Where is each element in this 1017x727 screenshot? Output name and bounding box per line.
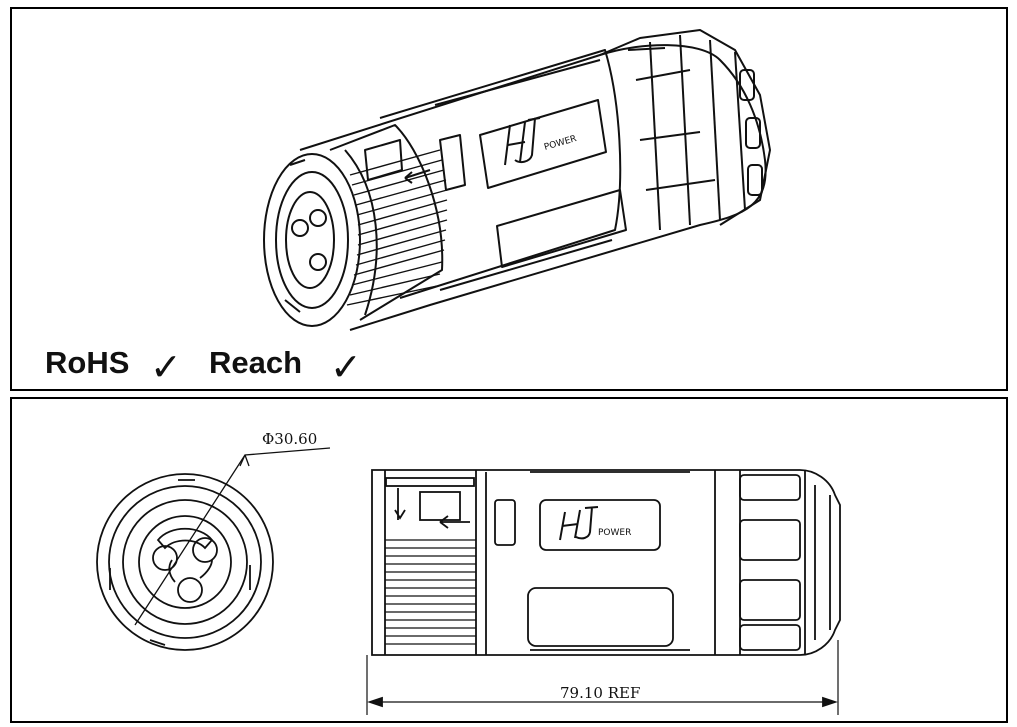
reach-check-icon: ✓ bbox=[330, 345, 362, 389]
isometric-view-panel bbox=[10, 7, 1008, 391]
length-dimension: 79.10 REF bbox=[560, 684, 640, 702]
orthographic-view-panel bbox=[10, 397, 1008, 723]
brand-mark-side: POWER bbox=[598, 528, 631, 538]
diameter-dimension: Φ30.60 bbox=[262, 430, 317, 448]
reach-label: Reach bbox=[209, 345, 303, 380]
rohs-check-icon: ✓ bbox=[150, 345, 182, 389]
rohs-label: RoHS bbox=[45, 345, 130, 380]
